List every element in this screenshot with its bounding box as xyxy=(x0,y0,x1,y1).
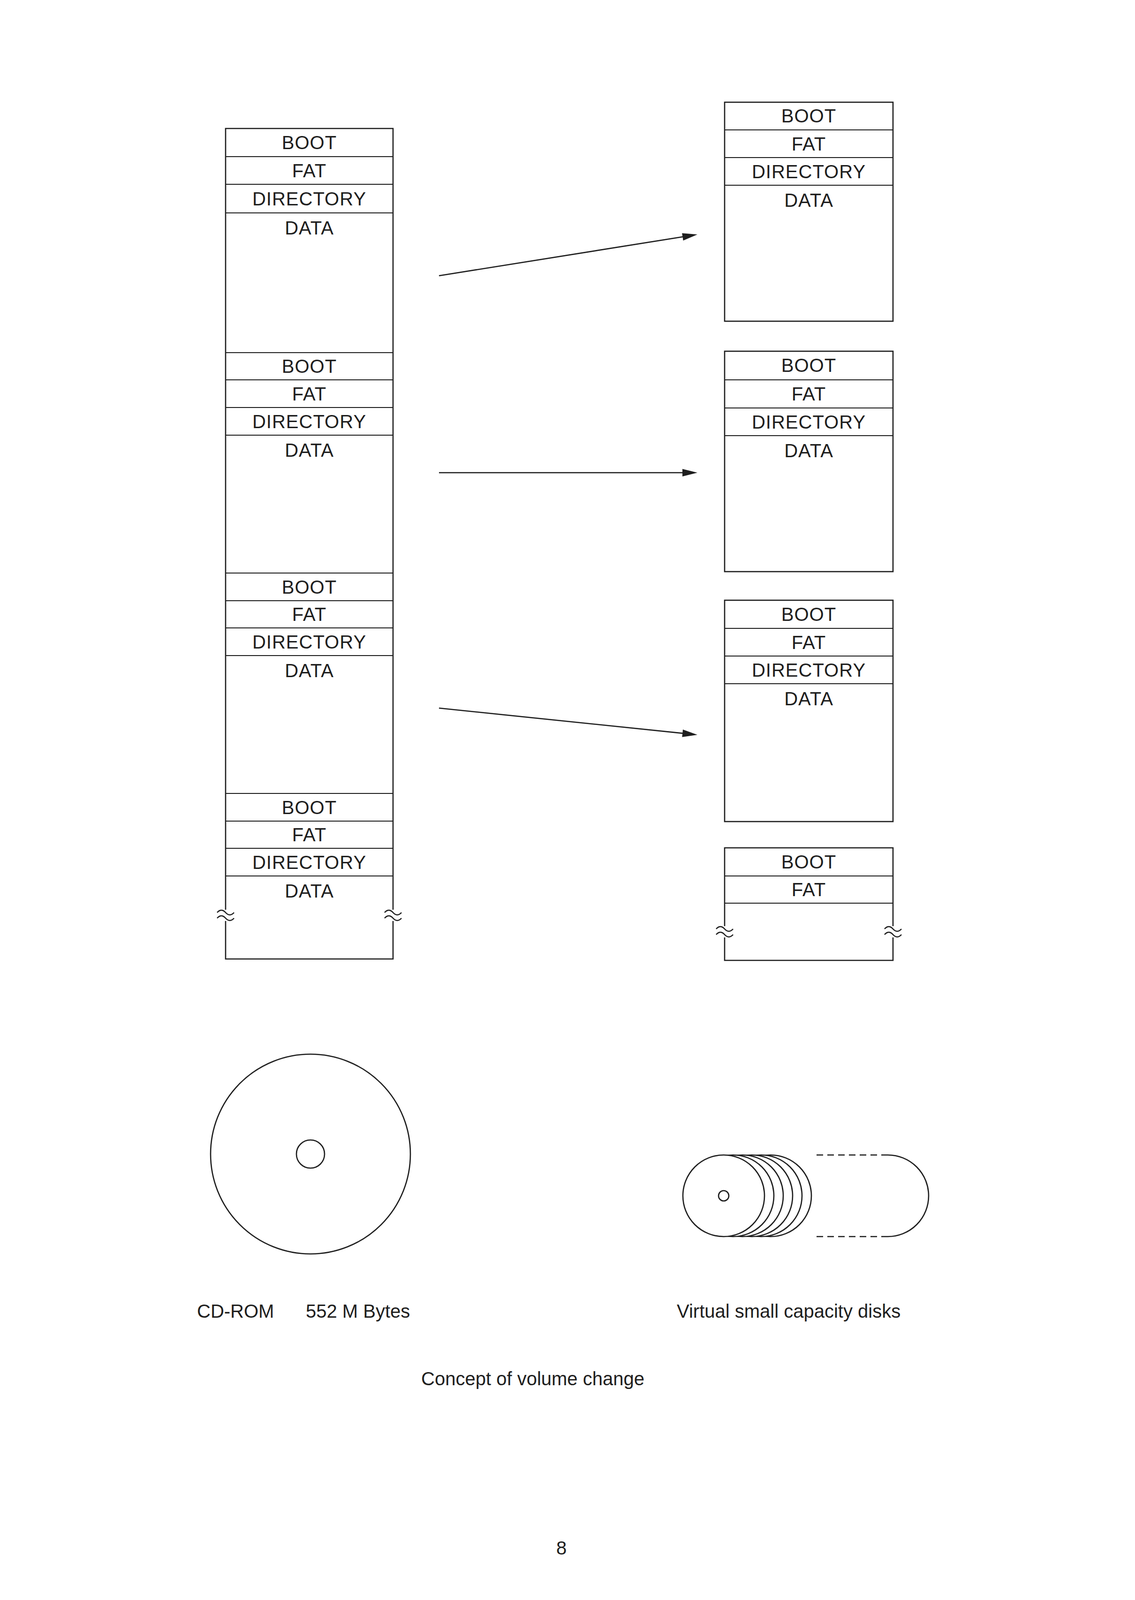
break-mark xyxy=(884,926,902,938)
area-label: DIRECTORY xyxy=(751,411,866,433)
disk-hole xyxy=(718,1190,729,1202)
area-label: FAT xyxy=(292,603,327,626)
area-label: FAT xyxy=(292,824,327,846)
area-label: FAT xyxy=(791,383,826,405)
disk-area-band: DATA xyxy=(724,184,893,322)
figure-label: 552 M Bytes xyxy=(305,1300,410,1323)
arrow-line xyxy=(438,236,686,276)
area-label: BOOT xyxy=(781,105,837,127)
cd-hole xyxy=(296,1140,325,1169)
disk-area-band: DATA xyxy=(225,655,394,794)
disk-outline xyxy=(724,847,893,961)
mapping-arrow xyxy=(438,708,698,738)
figure-caption: Concept of volume change xyxy=(421,1368,645,1390)
disk-outline xyxy=(724,351,893,572)
disk-area-band: BOOT xyxy=(724,351,893,380)
area-label: FAT xyxy=(791,878,826,901)
area-label: BOOT xyxy=(281,796,337,819)
disk-stack-end xyxy=(887,1155,929,1237)
disk-area-band: FAT xyxy=(225,820,394,848)
break-mark xyxy=(217,910,235,921)
area-label: DATA xyxy=(284,880,334,902)
disk-area-band: DIRECTORY xyxy=(225,407,394,435)
disk-area-band: DATA xyxy=(225,434,394,573)
disk-area-band: FAT xyxy=(724,628,893,656)
disk-area-band: BOOT xyxy=(724,847,893,876)
area-label: FAT xyxy=(791,133,826,155)
arrow-head xyxy=(681,233,698,241)
page-number: 8 xyxy=(556,1537,567,1559)
disk-area-band: FAT xyxy=(225,156,394,184)
disk-area-band: DIRECTORY xyxy=(225,183,394,213)
arrow-head xyxy=(682,469,698,477)
disk-area-band: DATA xyxy=(225,212,394,353)
disk-area-band: BOOT xyxy=(225,572,394,601)
disk-area-band: DIRECTORY xyxy=(724,407,893,436)
disk-area-band: DIRECTORY xyxy=(225,627,394,656)
break-mark xyxy=(384,910,402,921)
disk-area-band: DATA xyxy=(724,683,893,822)
area-label: BOOT xyxy=(281,355,337,378)
mapping-arrow xyxy=(438,469,698,477)
area-label: DATA xyxy=(784,189,834,212)
disk-area-band: DATA xyxy=(724,435,893,572)
disk-outline xyxy=(724,600,893,822)
cd-disc xyxy=(210,1054,411,1255)
column-outline xyxy=(225,128,394,960)
area-label: DIRECTORY xyxy=(252,631,367,653)
disk-area-band: DIRECTORY xyxy=(724,157,893,185)
break-mark xyxy=(716,926,734,938)
area-label: DIRECTORY xyxy=(252,410,367,433)
area-label: BOOT xyxy=(781,603,837,626)
figure-label: Virtual small capacity disks xyxy=(676,1300,901,1323)
area-label: DIRECTORY xyxy=(252,851,367,874)
area-label: BOOT xyxy=(281,576,337,598)
area-label: FAT xyxy=(292,159,327,182)
disk-area-band: DATA xyxy=(225,875,394,960)
arrow-line xyxy=(438,708,686,734)
disk-area-band: FAT xyxy=(225,379,394,408)
area-label: DIRECTORY xyxy=(751,659,866,681)
virtual-disk xyxy=(682,1155,765,1237)
arrow-head xyxy=(681,729,698,738)
disk-area-band: FAT xyxy=(724,129,893,158)
disk-outline xyxy=(724,102,893,322)
disk-area-band: BOOT xyxy=(724,600,893,629)
area-label: DIRECTORY xyxy=(751,160,866,183)
area-label: DATA xyxy=(284,659,334,682)
area-label: DIRECTORY xyxy=(252,188,367,210)
area-label: DATA xyxy=(784,439,834,462)
figure-label: CD-ROM xyxy=(196,1300,274,1323)
area-label: BOOT xyxy=(281,131,337,154)
area-label: FAT xyxy=(292,383,327,405)
area-label: BOOT xyxy=(781,851,837,873)
disk-area-band: BOOT xyxy=(724,102,893,130)
disk-area-band: BOOT xyxy=(225,352,394,380)
area-label: BOOT xyxy=(781,354,837,377)
area-label: FAT xyxy=(791,631,826,654)
area-label: DATA xyxy=(284,217,334,239)
disk-area-band: BOOT xyxy=(225,793,394,821)
disk-area-band: FAT xyxy=(724,379,893,408)
disk-area-band: DIRECTORY xyxy=(724,655,893,684)
disk-area-band: FAT xyxy=(225,600,394,628)
disk-stack-dash xyxy=(816,1155,888,1237)
disk-area-band: FAT xyxy=(724,875,893,904)
area-label: DATA xyxy=(284,439,334,462)
disk-area-band: DIRECTORY xyxy=(225,847,394,876)
area-label: DATA xyxy=(784,688,834,710)
disk-area-band: BOOT xyxy=(225,128,394,157)
mapping-arrow xyxy=(438,233,698,276)
arrow-line xyxy=(438,472,686,474)
